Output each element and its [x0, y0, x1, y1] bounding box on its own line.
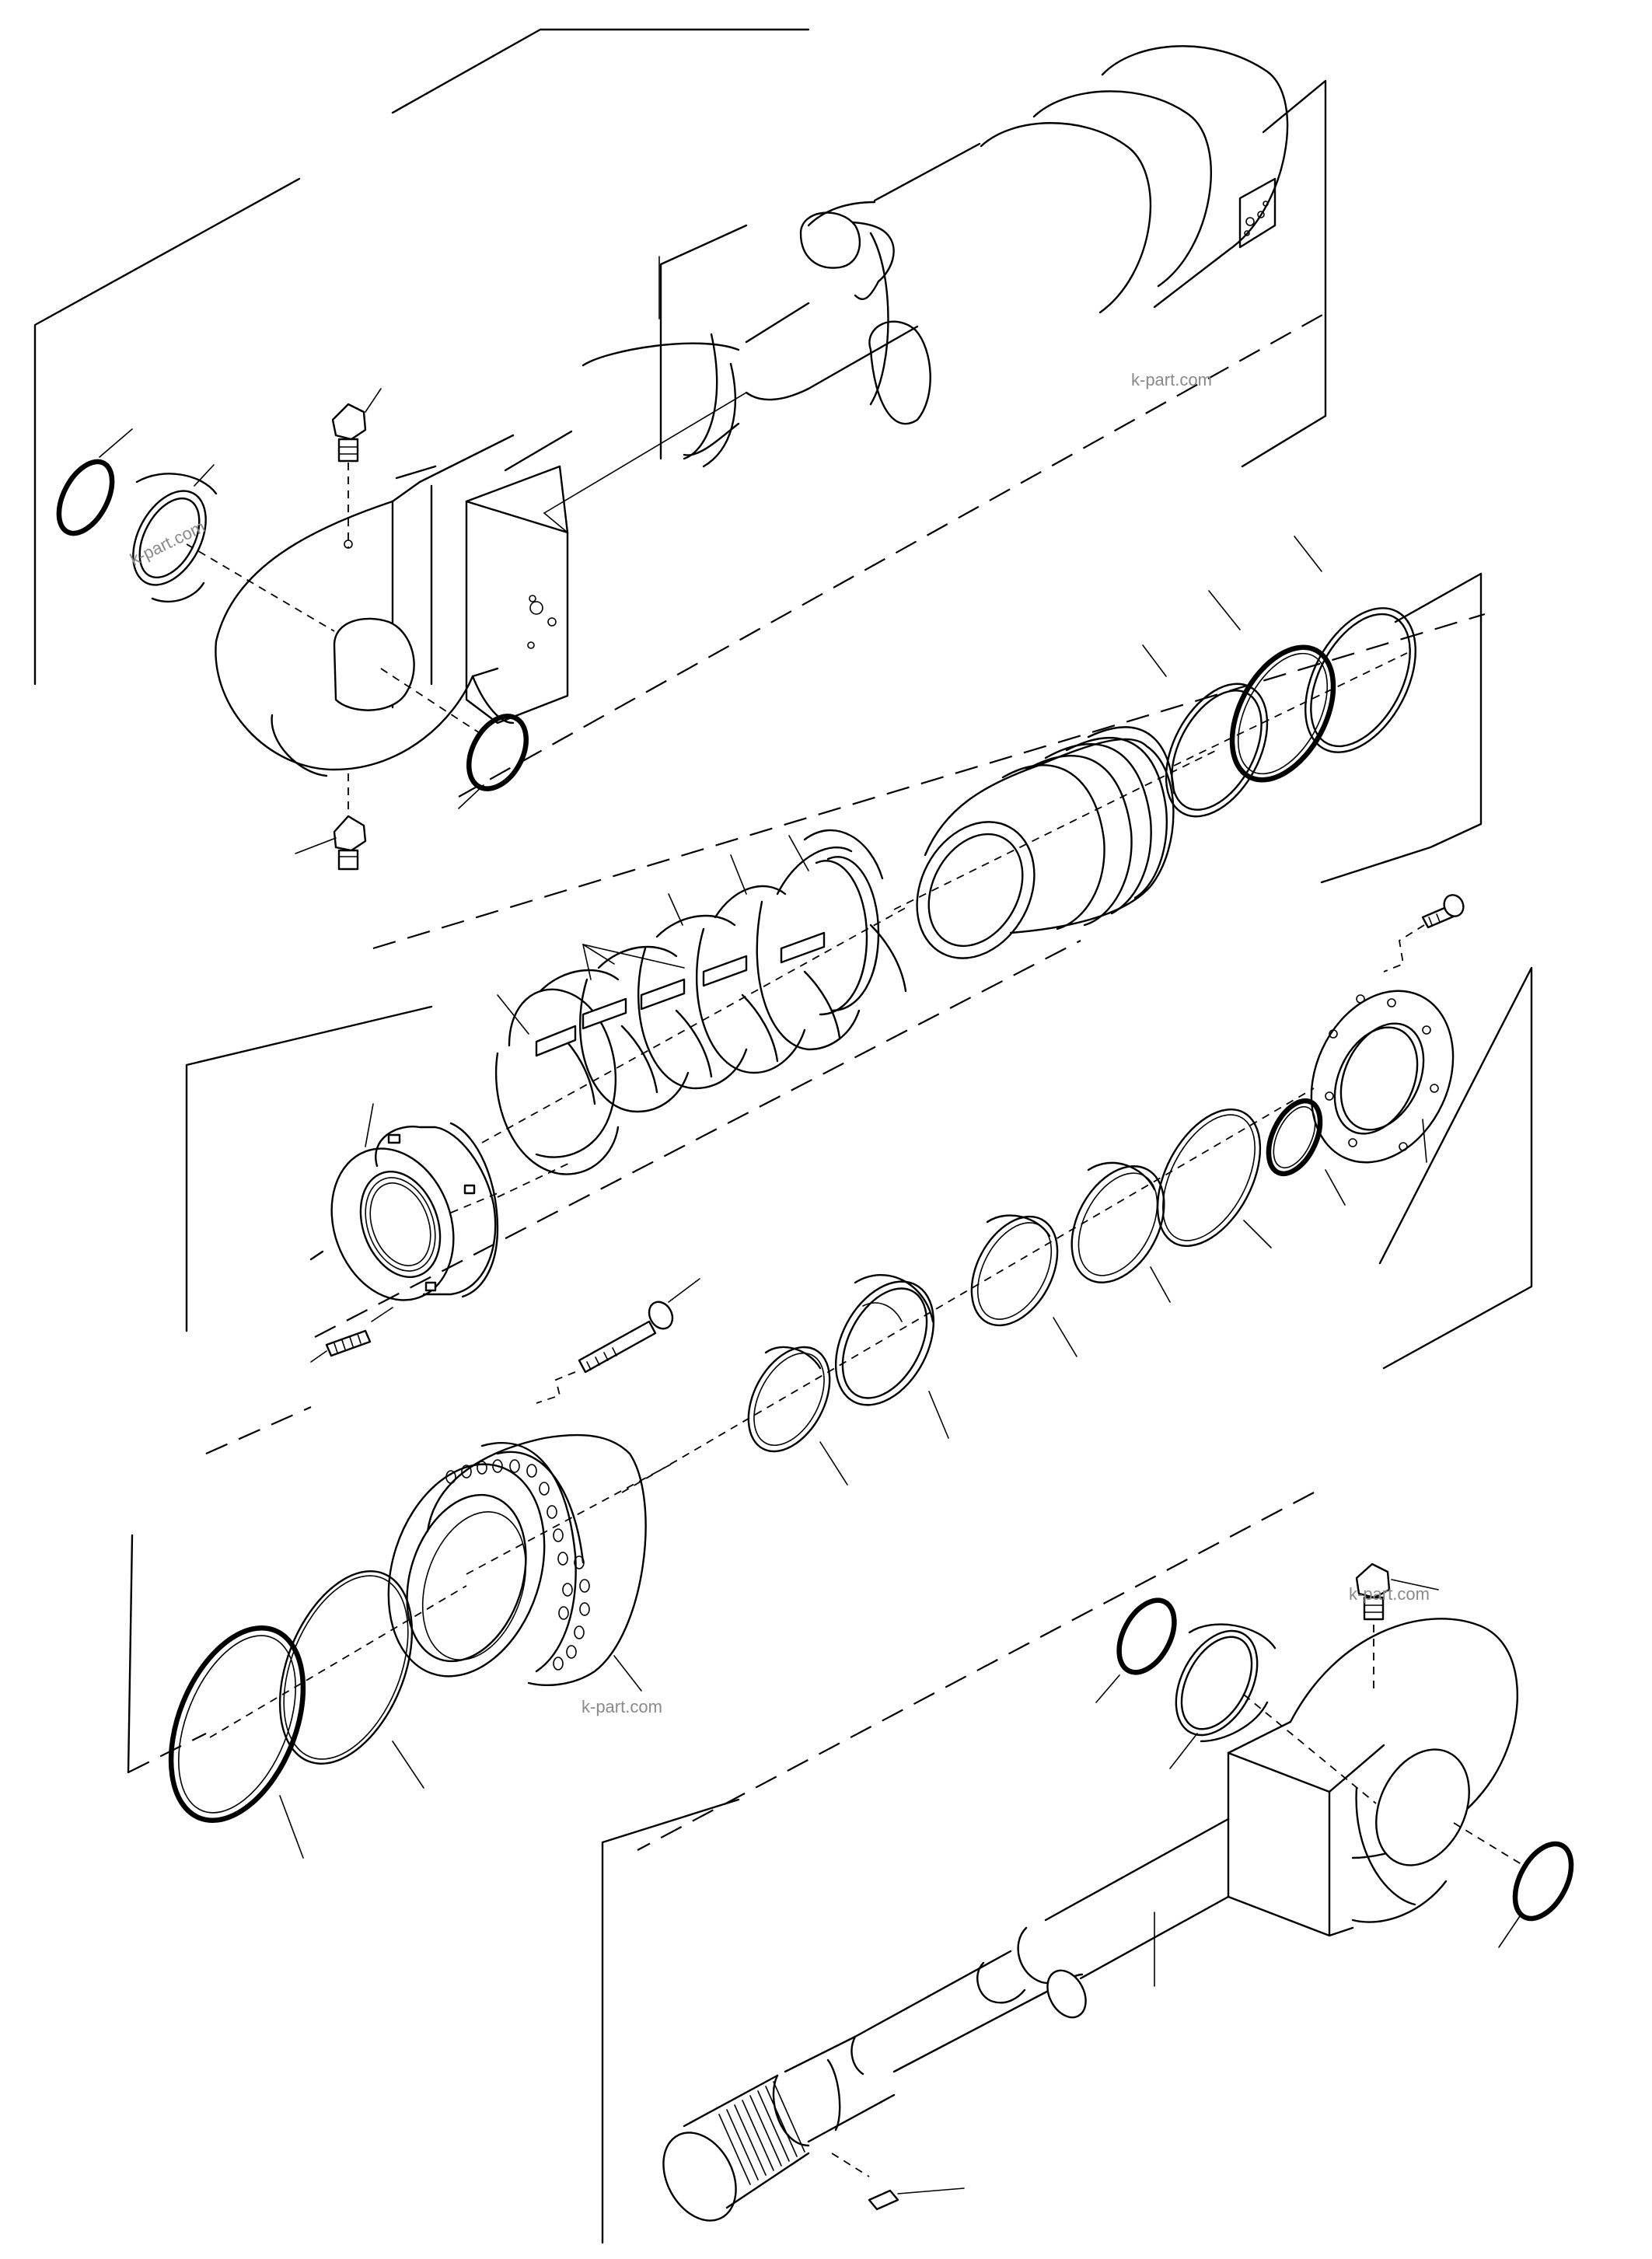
split-wear-rings [481, 829, 910, 1175]
socket-bolt-top [1383, 894, 1465, 972]
socket-bolt [536, 1278, 700, 1404]
o-ring-left [56, 428, 133, 536]
cylinder-axis-dashes [458, 310, 1330, 798]
watermark: k-part.com [127, 516, 208, 569]
key [831, 2153, 965, 2211]
head-bolt-holes [445, 1459, 590, 1671]
cylinder-head-group: k-part.com [127, 894, 1533, 1859]
backup-ring-outer [168, 1625, 306, 1859]
grease-nipple-rod [1355, 1562, 1439, 1695]
group-bracket-frame [127, 966, 1533, 1851]
dust-seal [1070, 1161, 1171, 1303]
grease-nipple-top [331, 388, 382, 549]
cylinder-tube-head-eye [215, 434, 569, 777]
piston-ring-black [1208, 590, 1336, 783]
piston-rod [772, 1817, 1230, 2147]
o-ring-rod-right [1453, 1822, 1574, 1948]
bushing-head [834, 1274, 949, 1439]
bushing-rod [1169, 1623, 1377, 1804]
wiper-ring [970, 1214, 1077, 1357]
watermark: k-part.com [582, 1697, 662, 1716]
snap-ring [1266, 1098, 1346, 1206]
bushing-left [132, 464, 335, 632]
piston-assembly-group [185, 536, 1486, 1455]
set-screw [310, 1307, 393, 1363]
group-bracket-frame [185, 572, 1486, 1455]
retainer-plate [1310, 990, 1455, 1164]
o-ring-lower [380, 668, 529, 809]
grease-nipple-bottom [295, 773, 367, 871]
piston-rod-group: k-part.com [601, 1562, 1574, 2244]
piston [893, 726, 1217, 959]
cylinder-head [387, 1433, 677, 1692]
o-ring-head-1 [1156, 1109, 1272, 1248]
watermark: k-part.com [1131, 370, 1212, 389]
group-bracket-frame [33, 28, 1327, 686]
piston-ring-outer [1173, 536, 1416, 766]
o-ring-rod-small [1095, 1597, 1177, 1703]
piston-rod-eye [1227, 1618, 1518, 1937]
o-ring-head-outer [278, 1570, 424, 1789]
group-bracket-frame [601, 1798, 1155, 2244]
piston-rod-thread [662, 2074, 810, 2222]
piston-nut [330, 1103, 499, 1301]
watermark: k-part.com [1349, 1584, 1430, 1604]
cylinder-tube-group: k-part.com k-part.com [33, 28, 1330, 871]
cylinder-tube [395, 45, 1289, 514]
backup-ring-head [621, 1088, 1315, 1493]
